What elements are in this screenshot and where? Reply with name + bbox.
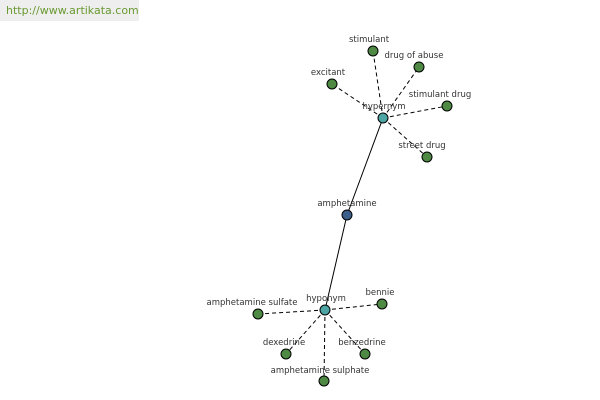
node-circle-hypernym[interactable] — [377, 112, 389, 124]
node-dexedrine[interactable]: dexedrine — [263, 338, 305, 360]
edge-hyponym-dexedrine — [285, 309, 326, 355]
node-label-benzedrine: benzedrine — [338, 338, 386, 348]
node-label-hypernym: hypernym — [362, 102, 405, 112]
node-label-dexedrine: dexedrine — [263, 338, 305, 348]
node-label-excitant: excitant — [311, 68, 346, 78]
edge-hyponym-benzedrine — [324, 309, 366, 355]
edge-amphetamine-hypernym — [346, 117, 384, 216]
node-circle-street-drug[interactable] — [421, 151, 433, 163]
edge-hyponym-bennie — [324, 303, 383, 311]
node-stimulant[interactable]: stimulant — [349, 35, 390, 57]
node-circle-amphetamine-sulfate[interactable] — [252, 308, 264, 320]
node-circle-stimulant-drug[interactable] — [441, 100, 453, 112]
node-stimulant-drug[interactable]: stimulant drug — [409, 90, 471, 112]
node-circle-hyponym[interactable] — [319, 304, 331, 316]
node-circle-excitant[interactable] — [326, 78, 338, 90]
node-hypernym[interactable]: hypernym — [362, 102, 406, 124]
edge-hypernym-stimulant-drug — [382, 105, 448, 119]
edge-hypernym-drug-of-abuse — [382, 66, 420, 119]
edge-amphetamine-hyponym — [324, 214, 348, 311]
node-street-drug[interactable]: street drug — [398, 141, 446, 163]
node-label-street-drug: street drug — [398, 141, 445, 151]
node-circle-drug-of-abuse[interactable] — [413, 61, 425, 73]
node-circle-benzedrine[interactable] — [359, 348, 371, 360]
node-circle-stimulant[interactable] — [367, 45, 379, 57]
node-amphetamine[interactable]: amphetamine — [317, 199, 377, 221]
node-excitant[interactable]: excitant — [311, 68, 346, 90]
edge-hypernym-stimulant — [372, 50, 384, 119]
node-label-amphetamine-sulfate: amphetamine sulfate — [207, 298, 298, 308]
node-label-hyponym: hyponym — [306, 294, 346, 304]
node-label-amphetamine-sulphate: amphetamine sulphate — [271, 366, 370, 376]
graph-edges — [257, 50, 448, 382]
node-drug-of-abuse[interactable]: drug of abuse — [385, 51, 444, 73]
node-label-stimulant: stimulant — [349, 35, 390, 45]
node-circle-dexedrine[interactable] — [280, 348, 292, 360]
node-label-amphetamine: amphetamine — [317, 199, 376, 209]
node-circle-bennie[interactable] — [376, 298, 388, 310]
node-amphetamine-sulfate[interactable]: amphetamine sulfate — [207, 298, 298, 320]
node-circle-amphetamine-sulphate[interactable] — [318, 375, 330, 387]
edge-hyponym-amphetamine-sulphate — [323, 309, 326, 382]
node-label-stimulant-drug: stimulant drug — [409, 90, 471, 100]
node-label-bennie: bennie — [366, 288, 395, 298]
graph-nodes: stimulant drug of abuse excitant stimulant … — [207, 35, 471, 387]
site-url-link[interactable]: http://www.artikata.com — [0, 0, 139, 21]
node-hyponym[interactable]: hyponym — [306, 294, 346, 316]
node-bennie[interactable]: bennie — [366, 288, 395, 310]
edge-hypernym-excitant — [331, 83, 384, 119]
node-amphetamine-sulphate[interactable]: amphetamine sulphate — [271, 366, 370, 387]
node-benzedrine[interactable]: benzedrine — [338, 338, 386, 360]
edge-hyponym-amphetamine-sulfate — [257, 309, 326, 315]
node-label-drug-of-abuse: drug of abuse — [385, 51, 444, 61]
edge-hypernym-street-drug — [382, 117, 428, 158]
node-circle-amphetamine[interactable] — [341, 209, 353, 221]
